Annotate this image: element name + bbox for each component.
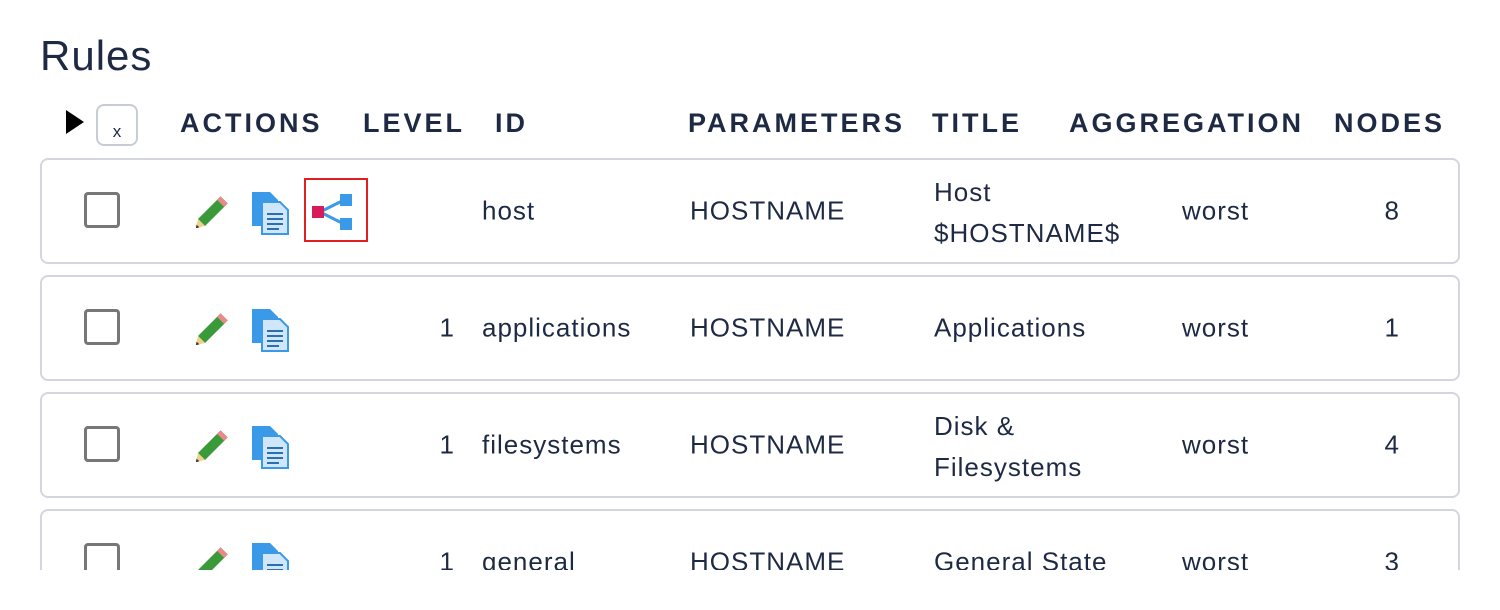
table-row: 1 filesystems HOSTNAME Disk & Filesystem… — [40, 392, 1460, 498]
col-id[interactable]: ID — [495, 108, 528, 138]
expand-triangle-icon[interactable] — [66, 110, 84, 134]
nodes-cell: 4 — [1384, 429, 1400, 460]
title-line: $HOSTNAME$ — [934, 218, 1121, 248]
id-cell: applications — [482, 312, 632, 343]
level-cell: 1 — [439, 429, 455, 460]
level-cell: 1 — [439, 312, 455, 343]
rules-table: host HOSTNAME Host $HOSTNAME$ worst 8 1 … — [40, 158, 1460, 570]
nodes-cell: 8 — [1384, 195, 1400, 226]
title-line: Filesystems — [934, 452, 1083, 482]
clone-copy-icon[interactable] — [250, 541, 292, 570]
clear-selection-button[interactable]: x — [96, 104, 138, 146]
edit-pencil-icon[interactable] — [188, 426, 232, 470]
title-cell: Disk & Filesystems — [934, 406, 1082, 488]
col-title[interactable]: TITLE — [932, 108, 1022, 138]
level-cell: 1 — [439, 546, 455, 571]
col-nodes[interactable]: NODES — [1334, 108, 1446, 138]
edit-pencil-icon[interactable] — [188, 192, 232, 236]
row-checkbox[interactable] — [84, 426, 120, 462]
parameters-cell: HOSTNAME — [690, 195, 846, 226]
parameters-cell: HOSTNAME — [690, 312, 846, 343]
table-row: 1 general HOSTNAME General State worst 3 — [40, 509, 1460, 570]
table-row: 1 applications HOSTNAME Applications wor… — [40, 275, 1460, 381]
row-checkbox[interactable] — [84, 192, 120, 228]
title-line: Disk & — [934, 411, 1016, 441]
col-parameters[interactable]: PARAMETERS — [688, 108, 906, 138]
row-checkbox[interactable] — [84, 309, 120, 345]
parameters-cell: HOSTNAME — [690, 546, 846, 571]
page-title: Rules — [40, 32, 153, 79]
edit-pencil-icon[interactable] — [188, 309, 232, 353]
col-level[interactable]: LEVEL — [363, 108, 466, 138]
id-cell: host — [482, 195, 536, 226]
title-cell: Host $HOSTNAME$ — [934, 172, 1120, 254]
clone-copy-icon[interactable] — [250, 307, 292, 353]
parameters-cell: HOSTNAME — [690, 429, 846, 460]
id-cell: general — [482, 546, 576, 571]
clone-copy-icon[interactable] — [250, 190, 292, 236]
row-checkbox[interactable] — [84, 543, 120, 570]
col-actions[interactable]: ACTIONS — [180, 108, 323, 138]
table-header: x ACTIONS LEVEL ID PARAMETERS TITLE AGGR… — [0, 96, 1500, 152]
nodes-cell: 3 — [1384, 546, 1400, 571]
title-cell: General State — [934, 546, 1108, 571]
aggregation-cell: worst — [1182, 312, 1250, 343]
edit-pencil-icon[interactable] — [188, 543, 232, 570]
topology-tree-icon[interactable] — [304, 178, 368, 242]
aggregation-cell: worst — [1182, 195, 1250, 226]
nodes-cell: 1 — [1384, 312, 1400, 343]
col-aggregation[interactable]: AGGREGATION — [1069, 108, 1304, 138]
id-cell: filesystems — [482, 429, 622, 460]
aggregation-cell: worst — [1182, 546, 1250, 571]
title-line: Host — [934, 177, 992, 207]
title-cell: Applications — [934, 312, 1087, 343]
aggregation-cell: worst — [1182, 429, 1250, 460]
clone-copy-icon[interactable] — [250, 424, 292, 470]
table-row: host HOSTNAME Host $HOSTNAME$ worst 8 — [40, 158, 1460, 264]
